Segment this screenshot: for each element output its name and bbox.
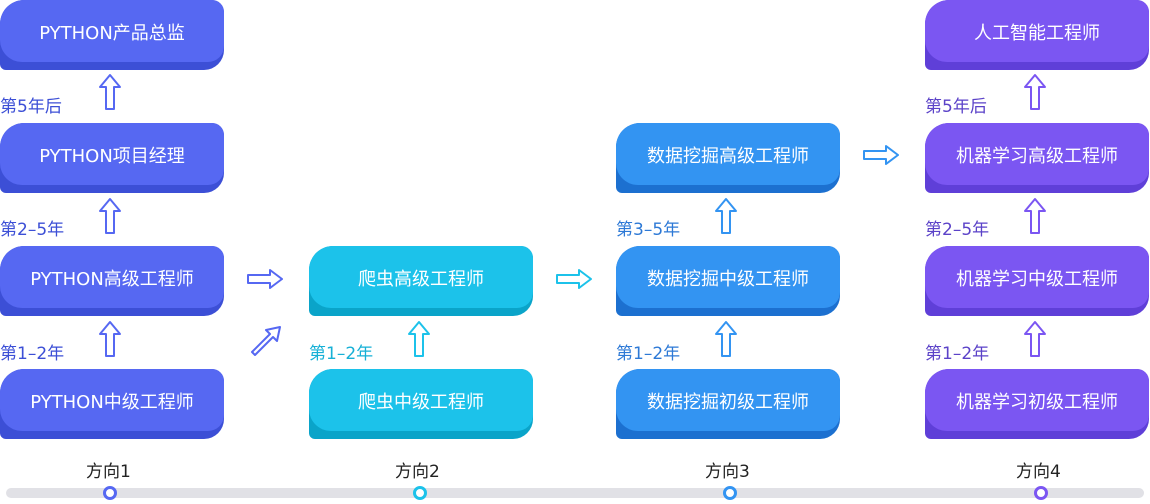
year-label: 第1–2年 xyxy=(616,344,681,364)
year-label: 第3–5年 xyxy=(616,220,681,240)
box-label: 机器学习中级工程师 xyxy=(956,269,1118,290)
box-label: PYTHON项目经理 xyxy=(39,146,185,167)
up-arrow-icon xyxy=(1024,198,1046,234)
year-label: 第1–2年 xyxy=(309,344,374,364)
box-label: 机器学习高级工程师 xyxy=(956,146,1118,167)
box-label: 爬虫高级工程师 xyxy=(358,269,484,290)
box-ml-senior-engineer: 机器学习高级工程师 xyxy=(925,123,1149,193)
box-label: 爬虫中级工程师 xyxy=(358,392,484,413)
diagonal-arrow-icon xyxy=(251,326,281,356)
box-label: 数据挖掘高级工程师 xyxy=(647,146,809,167)
box-ml-junior-engineer: 机器学习初级工程师 xyxy=(925,369,1149,439)
box-datamining-senior-engineer: 数据挖掘高级工程师 xyxy=(616,123,840,193)
box-label: PYTHON产品总监 xyxy=(39,23,185,44)
up-arrow-icon xyxy=(99,74,121,110)
direction-label: 方向4 xyxy=(1016,462,1061,482)
box-label: 机器学习初级工程师 xyxy=(956,392,1118,413)
up-arrow-icon xyxy=(1024,321,1046,357)
up-arrow-icon xyxy=(715,198,737,234)
box-label: PYTHON中级工程师 xyxy=(30,392,194,413)
up-arrow-icon xyxy=(99,198,121,234)
right-arrow-icon xyxy=(247,269,283,289)
box-ml-mid-engineer: 机器学习中级工程师 xyxy=(925,246,1149,316)
box-python-senior-engineer: PYTHON高级工程师 xyxy=(0,246,224,316)
box-label: PYTHON高级工程师 xyxy=(30,269,194,290)
box-python-project-manager: PYTHON项目经理 xyxy=(0,123,224,193)
timeline-track xyxy=(6,488,1144,498)
timeline-dot xyxy=(1034,486,1048,500)
box-crawler-senior-engineer: 爬虫高级工程师 xyxy=(309,246,533,316)
up-arrow-icon xyxy=(1024,74,1046,110)
right-arrow-icon xyxy=(556,269,592,289)
year-label: 第5年后 xyxy=(0,97,62,117)
up-arrow-icon xyxy=(408,321,430,357)
year-label: 第2–5年 xyxy=(925,220,990,240)
box-datamining-mid-engineer: 数据挖掘中级工程师 xyxy=(616,246,840,316)
box-python-director: PYTHON产品总监 xyxy=(0,0,224,70)
timeline-dot xyxy=(103,486,117,500)
up-arrow-icon xyxy=(99,321,121,357)
year-label: 第2–5年 xyxy=(0,220,65,240)
direction-label: 方向1 xyxy=(86,462,131,482)
box-datamining-junior-engineer: 数据挖掘初级工程师 xyxy=(616,369,840,439)
box-label: 数据挖掘中级工程师 xyxy=(647,269,809,290)
box-ai-engineer: 人工智能工程师 xyxy=(925,0,1149,70)
timeline-dot xyxy=(413,486,427,500)
box-label: 数据挖掘初级工程师 xyxy=(647,392,809,413)
box-crawler-mid-engineer: 爬虫中级工程师 xyxy=(309,369,533,439)
year-label: 第1–2年 xyxy=(925,344,990,364)
year-label: 第5年后 xyxy=(925,97,987,117)
timeline-dot xyxy=(723,486,737,500)
box-label: 人工智能工程师 xyxy=(974,23,1100,44)
up-arrow-icon xyxy=(715,321,737,357)
direction-label: 方向2 xyxy=(395,462,440,482)
direction-label: 方向3 xyxy=(705,462,750,482)
right-arrow-icon xyxy=(863,145,899,165)
box-python-mid-engineer: PYTHON中级工程师 xyxy=(0,369,224,439)
year-label: 第1–2年 xyxy=(0,344,65,364)
